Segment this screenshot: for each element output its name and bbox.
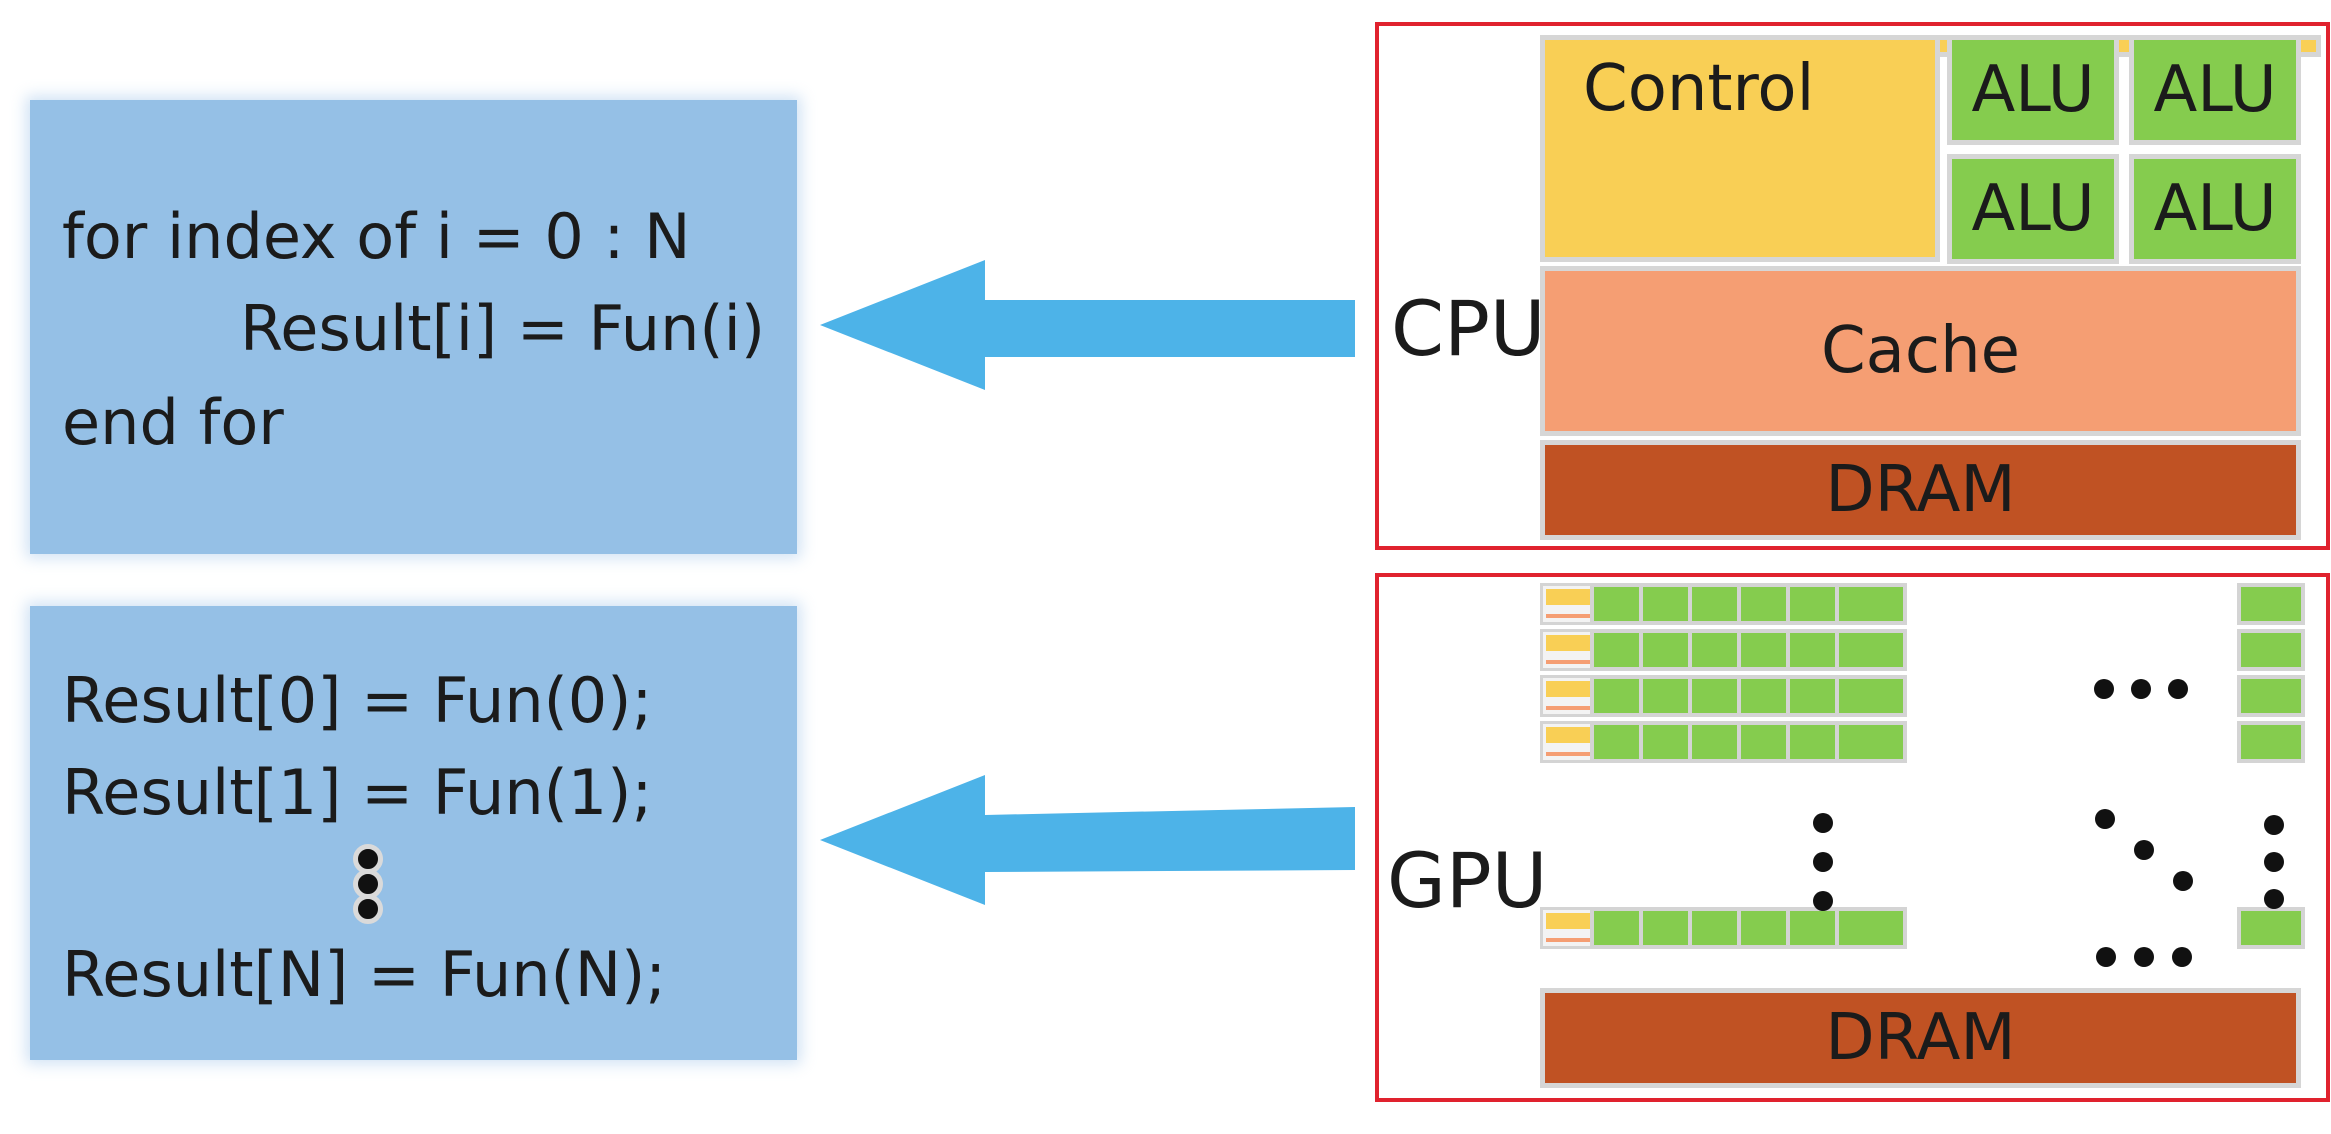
gpu-alu-cell (2237, 583, 2305, 625)
gpu-alu-cell (1835, 583, 1907, 625)
gpu-alu-cell (2237, 675, 2305, 717)
alu-block: ALU (2129, 154, 2301, 264)
gpu-panel: GPU DRAM (1375, 573, 2330, 1102)
gpu-alu-cell (2237, 721, 2305, 763)
alu-label: ALU (1971, 172, 2095, 246)
control-label: Control (1583, 52, 1815, 126)
control-unit: Control (1540, 35, 1940, 262)
alu-label: ALU (2153, 172, 2277, 246)
gpu-alu-cell (1835, 675, 1907, 717)
code-line-result-i: Result[i] = Fun(i) (240, 292, 766, 365)
gpu-alu-cell (1590, 907, 1662, 949)
cache-block: Cache (1540, 266, 2301, 436)
arrow-left-icon-cpu (820, 260, 1355, 390)
gpu-control-cache-cell (1540, 721, 1596, 763)
code-line-for: for index of i = 0 : N (62, 200, 691, 273)
code-line-result-n: Result[N] = Fun(N); (62, 938, 667, 1011)
gpu-dram-label: DRAM (1825, 1001, 2016, 1075)
gpu-alu-cell (1835, 629, 1907, 671)
gpu-control-cache-cell (1540, 583, 1596, 625)
gpu-alu-cell (2237, 629, 2305, 671)
code-line-result-0: Result[0] = Fun(0); (62, 664, 653, 737)
cpu-dram-block: DRAM (1540, 440, 2301, 540)
alu-label: ALU (1971, 53, 2095, 127)
cpu-dram-label: DRAM (1825, 453, 2016, 527)
alu-label: ALU (2153, 53, 2277, 127)
gpu-alu-cell (1835, 907, 1907, 949)
gpu-dram-block: DRAM (1540, 988, 2301, 1088)
cache-label: Cache (1820, 314, 2021, 388)
cpu-panel: CPU Control ALU ALU ALU ALU Cache DRAM (1375, 22, 2330, 550)
serial-code-box: for index of i = 0 : N Result[i] = Fun(i… (30, 100, 797, 554)
parallel-code-box: Result[0] = Fun(0); Result[1] = Fun(1); … (30, 606, 797, 1060)
gpu-alu-cell (1835, 721, 1907, 763)
gpu-label: GPU (1387, 836, 1548, 925)
alu-block: ALU (1947, 154, 2119, 264)
gpu-control-cache-cell (1540, 675, 1596, 717)
gpu-control-cache-cell (1540, 629, 1596, 671)
gpu-control-cache-cell (1540, 907, 1596, 949)
alu-block: ALU (2129, 35, 2301, 145)
gpu-alu-cell (2237, 907, 2305, 949)
cpu-label: CPU (1391, 284, 1546, 373)
code-line-end-for: end for (62, 386, 284, 459)
code-line-result-1: Result[1] = Fun(1); (62, 756, 653, 829)
alu-block: ALU (1947, 35, 2119, 145)
arrow-left-icon-gpu (820, 775, 1355, 905)
